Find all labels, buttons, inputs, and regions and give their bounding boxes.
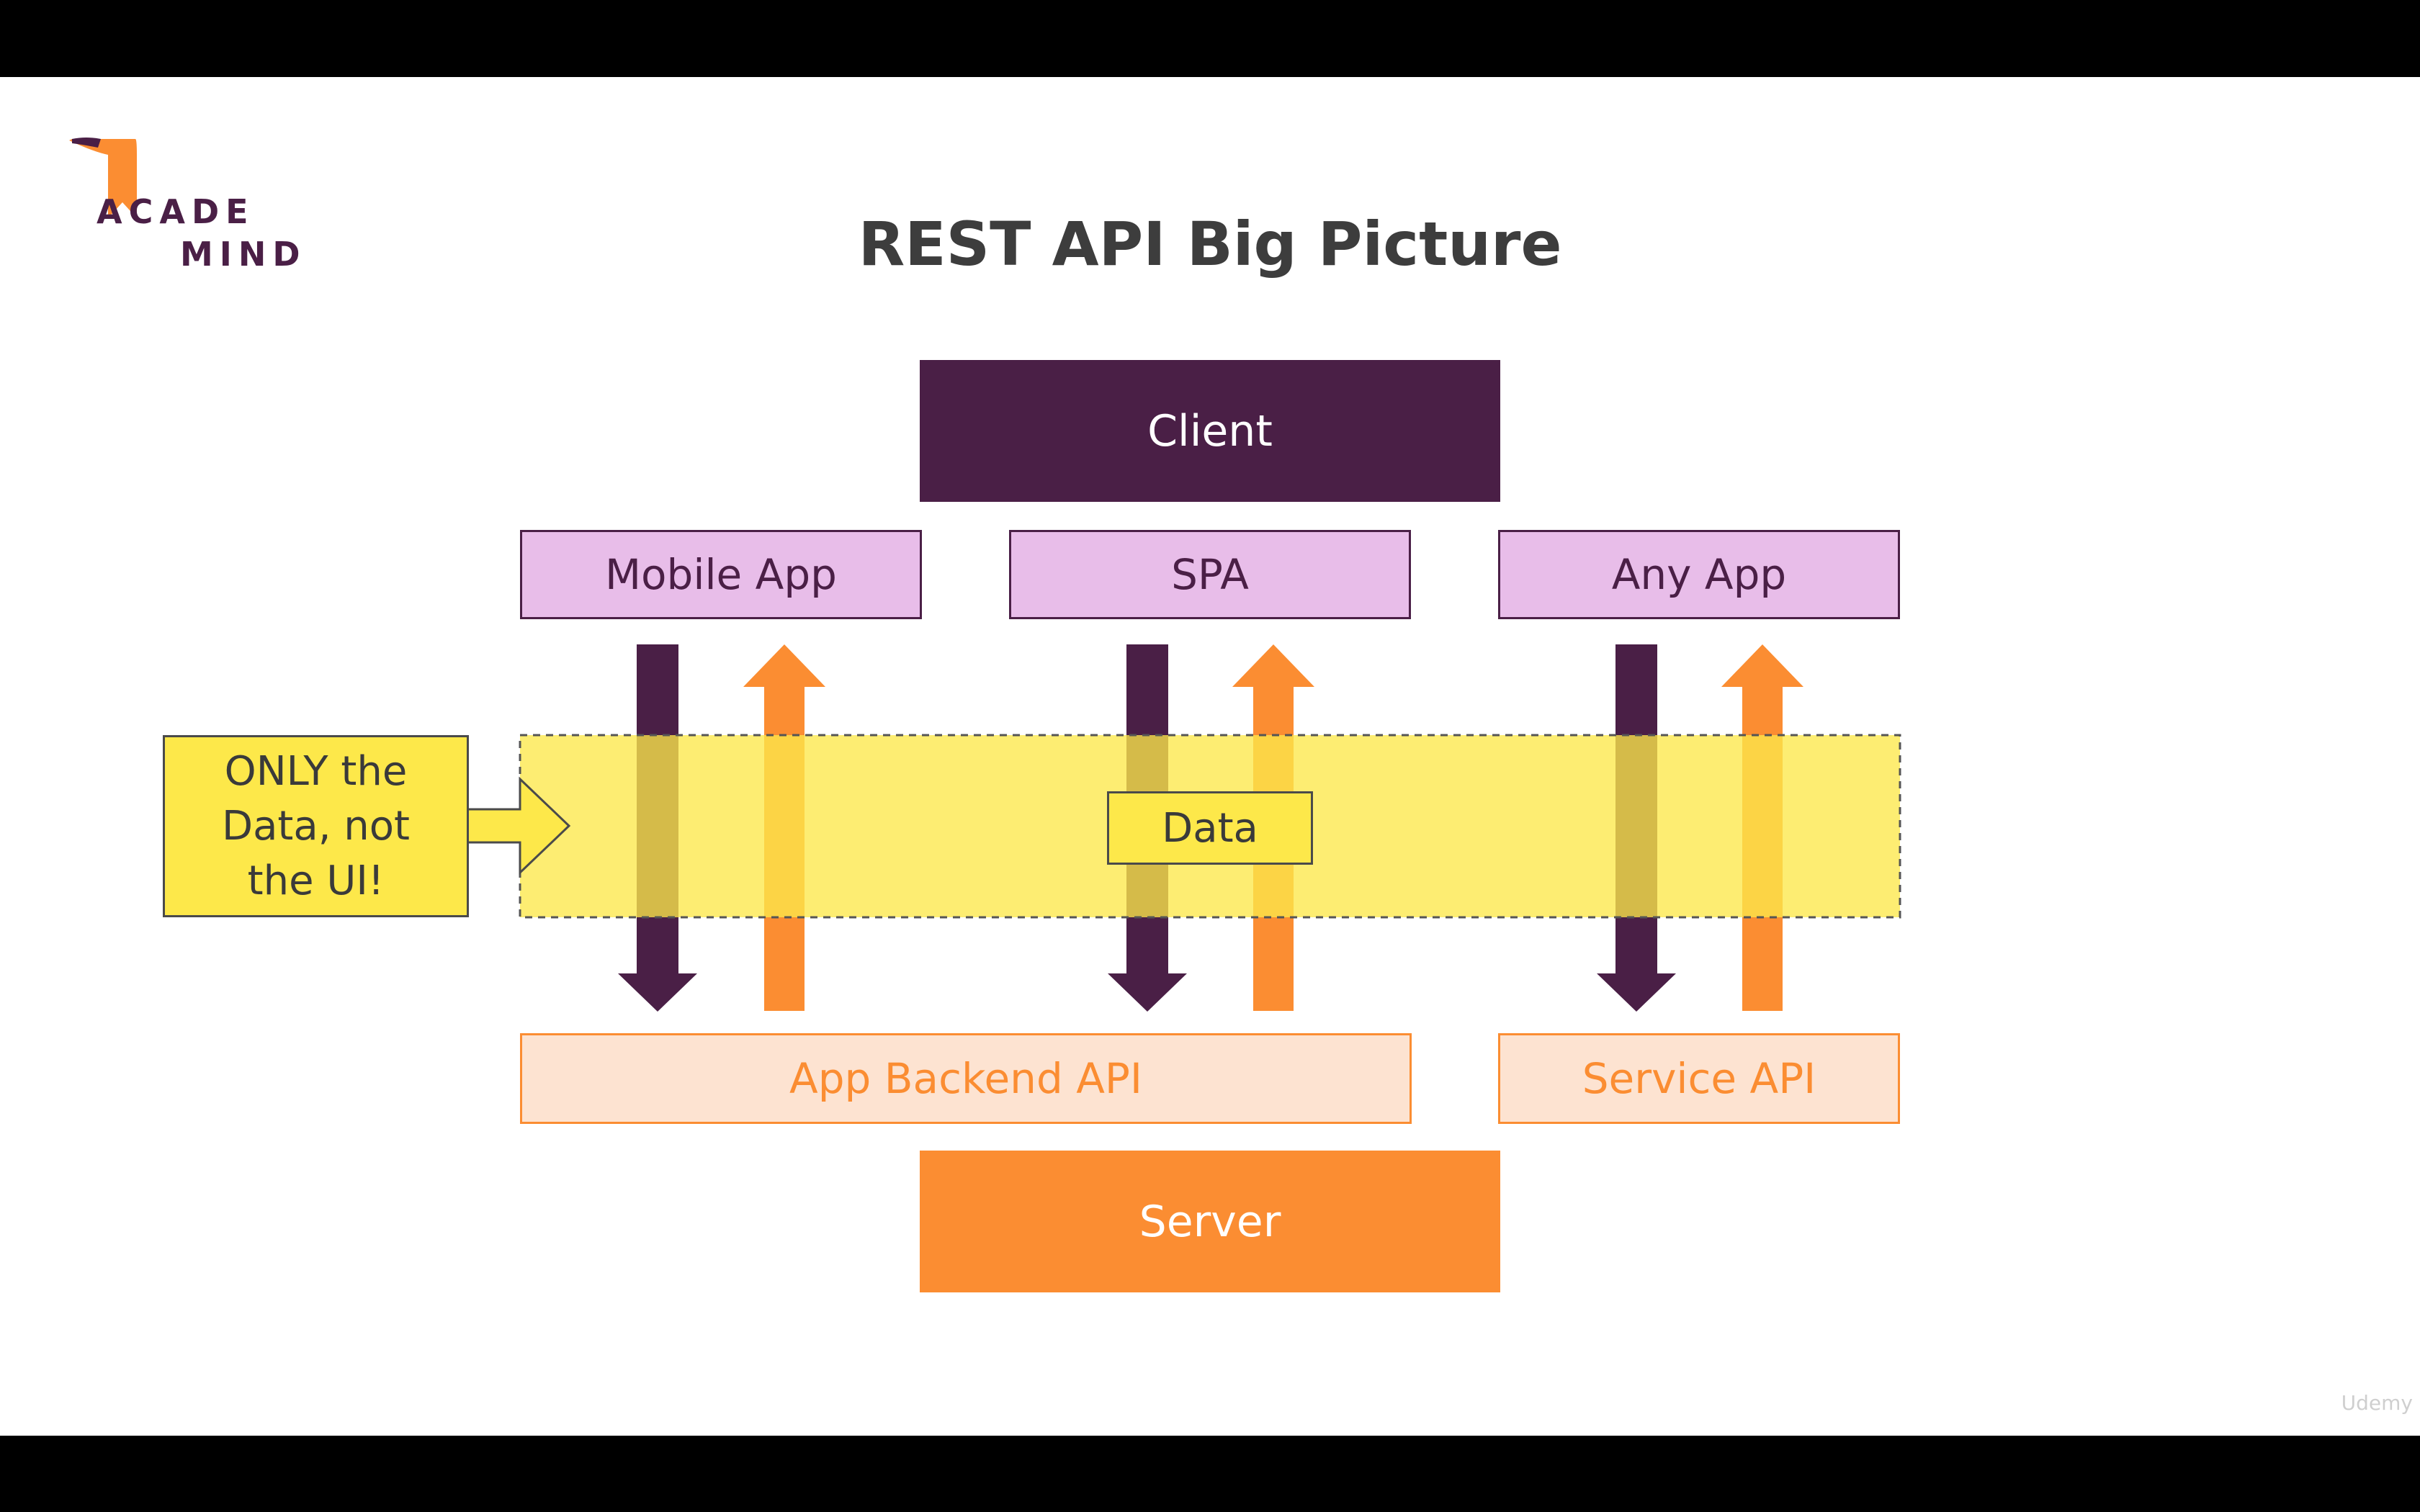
academind-logo: ACADE MIND (65, 133, 310, 277)
logo-text-line2: MIND (180, 235, 307, 274)
logo-bookmark-icon (69, 138, 137, 218)
callout-line1: ONLY the (224, 747, 408, 795)
udemy-watermark: Udemy (2341, 1391, 2413, 1415)
callout-box: ONLY the Data, not the UI! (163, 735, 469, 917)
data-label: Data (1107, 791, 1313, 865)
callout-line2: Data, not (221, 802, 411, 850)
client-box: Client (920, 360, 1500, 502)
server-box: Server (920, 1151, 1500, 1292)
logo-text-line1: ACADE (97, 192, 255, 231)
any-app-box: Any App (1498, 530, 1900, 619)
app-backend-api-box: App Backend API (520, 1033, 1412, 1124)
spa-box: SPA (1009, 530, 1411, 619)
mobile-app-box: Mobile App (520, 530, 922, 619)
callout-line3: the UI! (247, 857, 385, 904)
page-title: REST API Big Picture (858, 209, 1562, 279)
service-api-box: Service API (1498, 1033, 1900, 1124)
